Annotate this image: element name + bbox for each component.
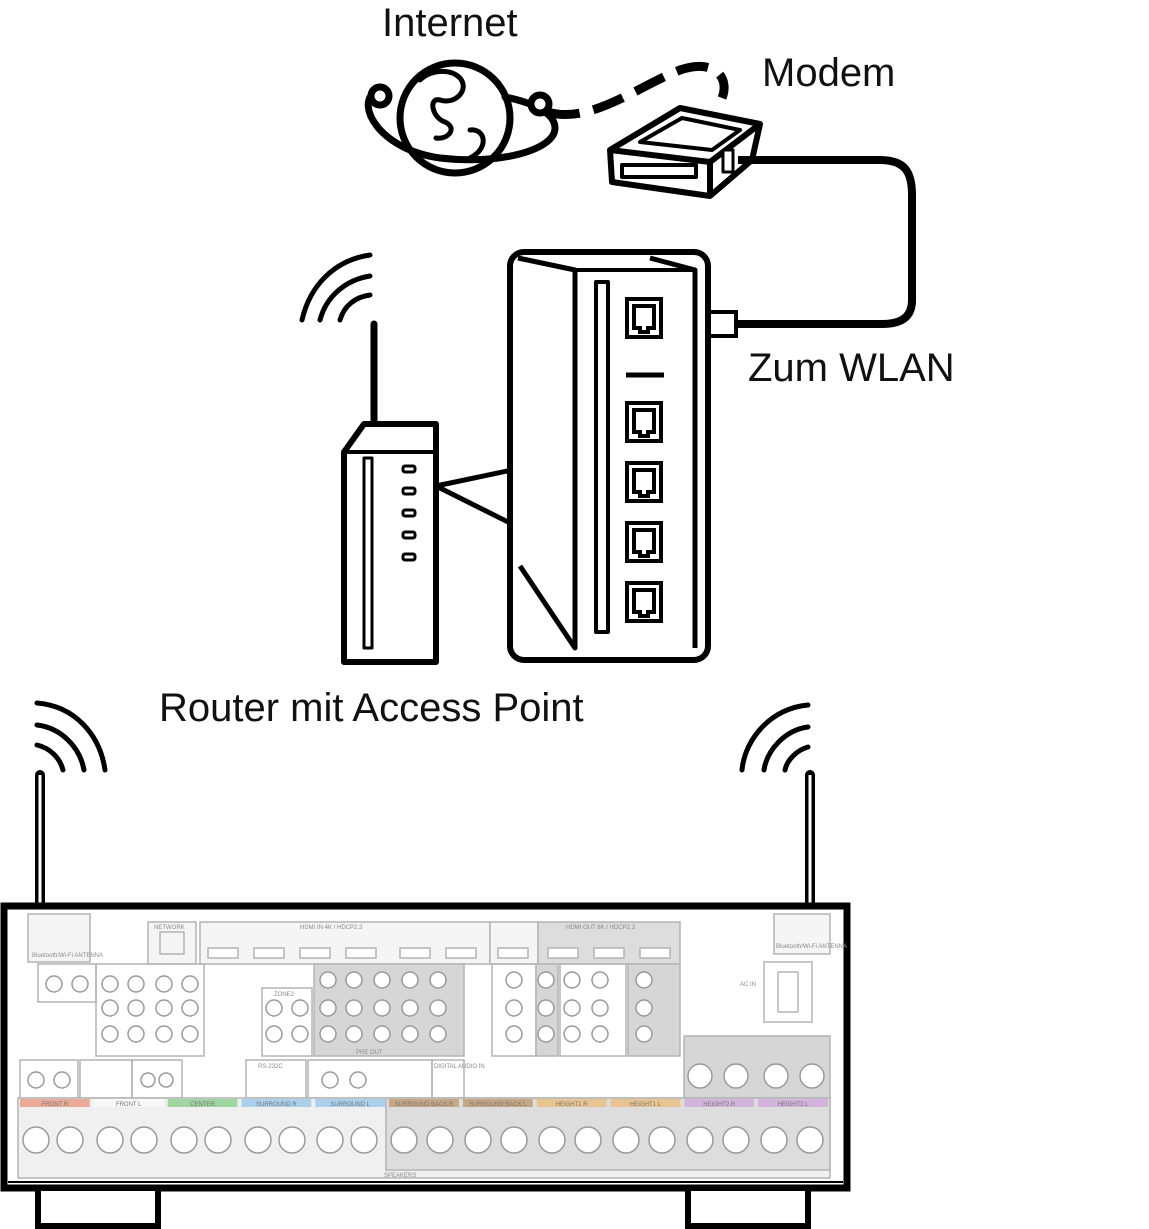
router-wifi-icon xyxy=(299,252,373,323)
globe-icon xyxy=(364,59,559,177)
zone2-label: ZONE2 xyxy=(274,992,295,998)
speaker-color-bar xyxy=(20,1099,90,1107)
digital-audio-label: DIGITAL AUDIO IN xyxy=(434,1064,485,1070)
router-label: Router mit Access Point xyxy=(159,686,584,730)
ac-in-label: AC IN xyxy=(740,982,756,988)
internet-connection-line xyxy=(546,61,729,120)
speaker-section-label: SURROUND R xyxy=(256,1102,297,1108)
ethernet-port-icon xyxy=(625,297,663,339)
receiver-panel-text: Bluetooth/Wi-Fi ANTENNA Bluetooth/Wi-Fi … xyxy=(32,925,847,1179)
speakers-label: SPEAKERS xyxy=(384,1173,416,1179)
speaker-color-bar xyxy=(758,1099,828,1107)
speaker-section-label: HEIGHT2 R xyxy=(703,1102,736,1108)
receiver-jacks xyxy=(27,971,825,1089)
receiver-back-panel xyxy=(17,913,831,1179)
speaker-section-label: HEIGHT1 R xyxy=(556,1102,589,1108)
speaker-section-label: FRONT R xyxy=(42,1102,69,1108)
lan-ports xyxy=(625,401,663,623)
speaker-color-bar xyxy=(610,1099,681,1107)
modem-icon xyxy=(607,105,763,199)
speaker-section-label: HEIGHT1 L xyxy=(630,1102,662,1108)
zum-wlan-label: Zum WLAN xyxy=(748,346,955,390)
modem-router-cable xyxy=(736,156,916,328)
speaker-color-bar xyxy=(462,1099,533,1107)
receiver-wifi-right-icon xyxy=(739,702,811,773)
speaker-section-labels: FRONT R FRONT L CENTER SURROUND R SURROUND L… xyxy=(20,1099,828,1108)
speaker-section-label: SURROUND BACK L xyxy=(469,1102,527,1108)
preout-label: PRE OUT xyxy=(356,1050,383,1056)
speaker-section-label: CENTER xyxy=(190,1102,215,1108)
internet-label: Internet xyxy=(382,1,518,45)
antenna-label-left: Bluetooth/Wi-Fi ANTENNA xyxy=(32,953,103,959)
hdmi-out-label: HDMI OUT 8K / HDCP2.3 xyxy=(566,925,636,931)
router-port-panel xyxy=(507,249,711,663)
speaker-color-bar xyxy=(536,1099,607,1107)
zoom-callout xyxy=(434,467,514,527)
modem-label: Modem xyxy=(762,51,896,95)
speaker-section-label: HEIGHT2 L xyxy=(778,1102,810,1108)
speaker-color-bar xyxy=(241,1099,312,1107)
router-icon xyxy=(341,320,439,665)
speaker-section-label: SURROUND L xyxy=(330,1102,370,1108)
speaker-color-bar xyxy=(389,1099,459,1107)
hdmi-in-label: HDMI IN 4K / HDCP2.3 xyxy=(300,925,363,931)
rs232c-label: RS-232C xyxy=(258,1064,283,1070)
speaker-terminals xyxy=(22,1126,824,1154)
speaker-section-label: SURROUND BACK R xyxy=(395,1102,454,1108)
antenna-label-right: Bluetooth/Wi-Fi ANTENNA xyxy=(776,944,847,950)
speaker-color-bar xyxy=(167,1099,238,1107)
receiver-wifi-left-icon xyxy=(34,700,108,773)
speaker-section-label: FRONT L xyxy=(116,1102,142,1108)
speaker-color-bar xyxy=(684,1099,755,1107)
speaker-color-bar xyxy=(315,1099,386,1107)
speaker-color-bar xyxy=(93,1099,164,1107)
network-label: NETWORK xyxy=(154,925,185,931)
